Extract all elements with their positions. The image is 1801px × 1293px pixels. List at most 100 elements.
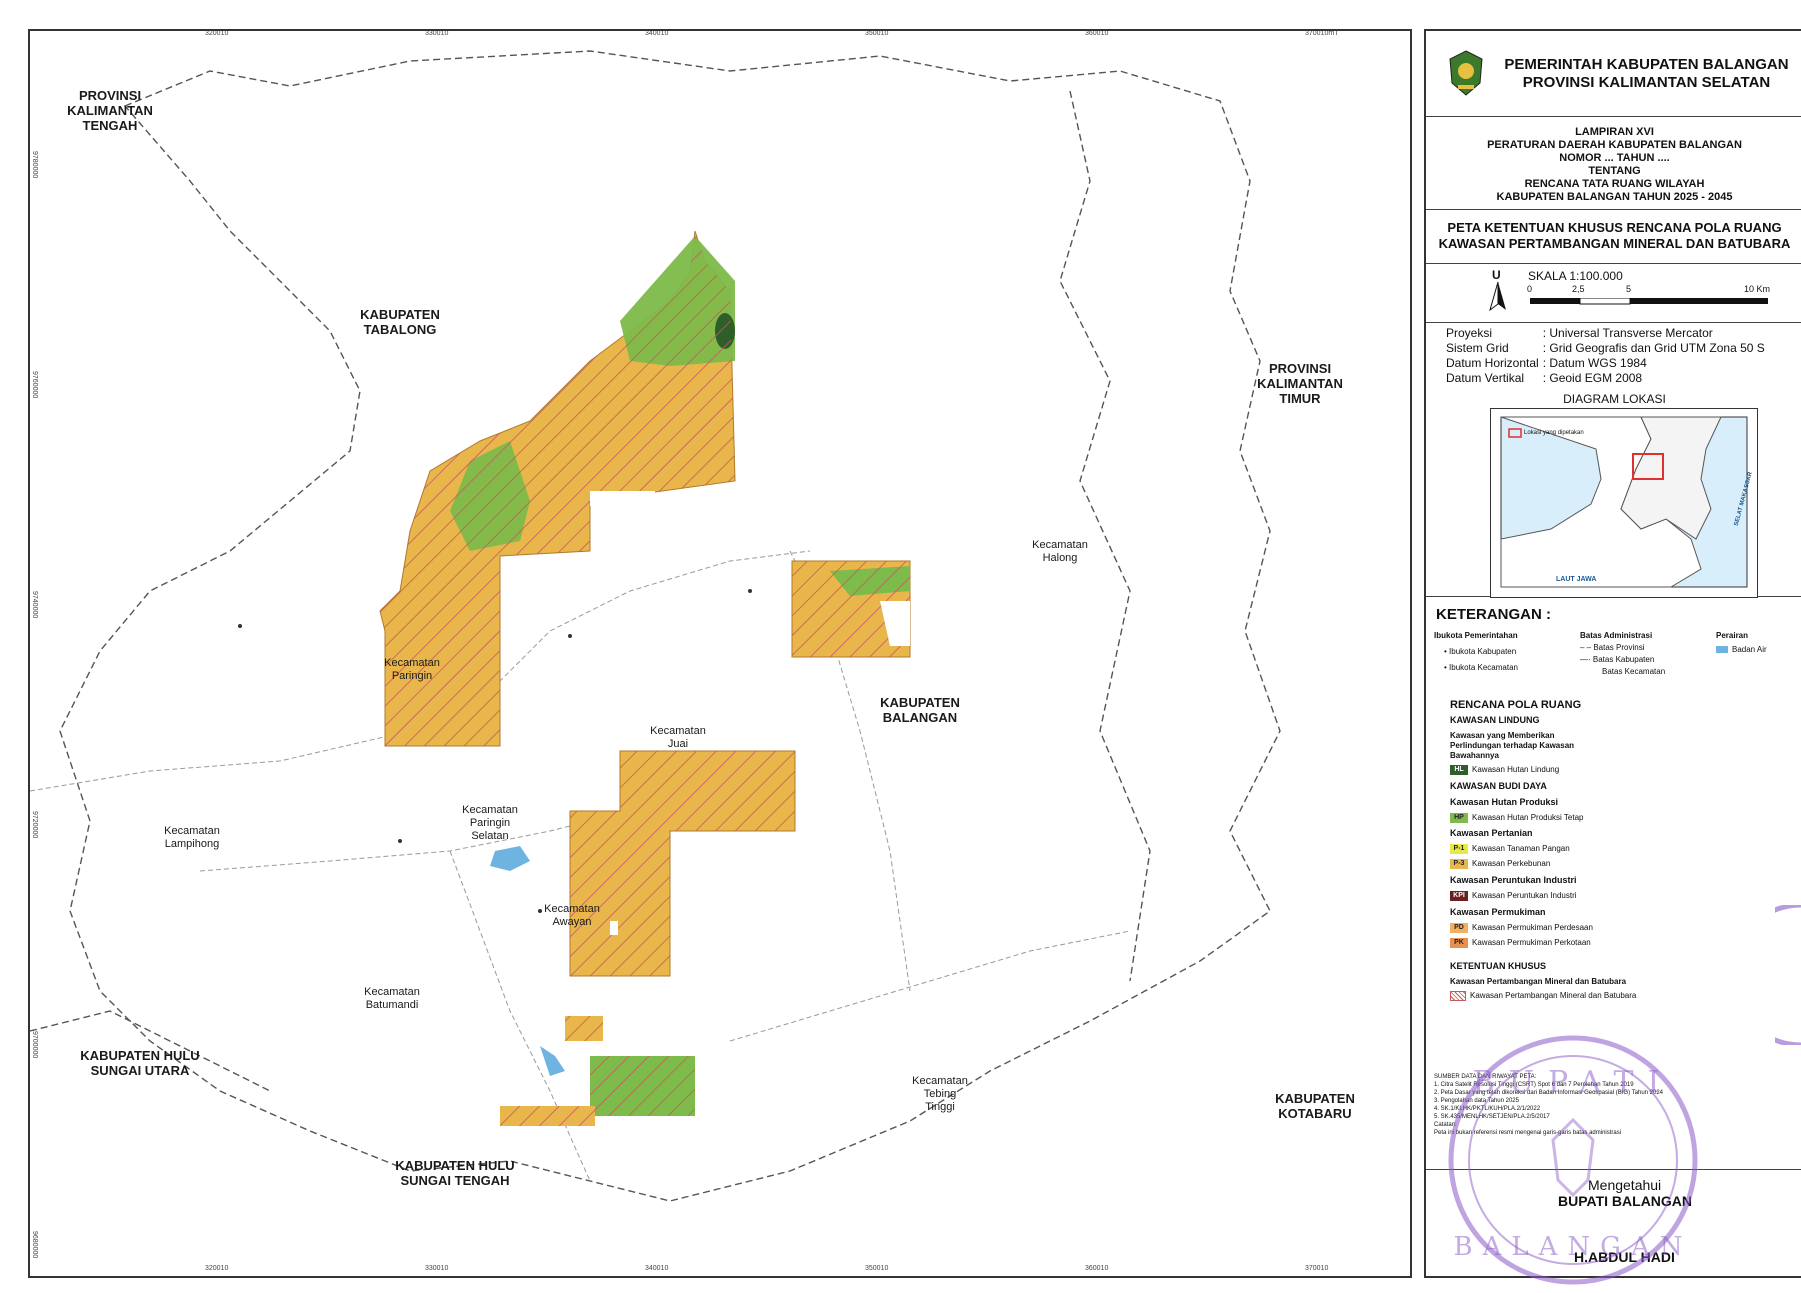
legend-item: • Ibukota Kecamatan: [1444, 663, 1518, 672]
legend-label: Kawasan Tanaman Pangan: [1472, 844, 1570, 854]
legend-item-p3: P-3 Kawasan Perkebunan: [1450, 859, 1550, 869]
proj-key: Datum Vertikal: [1446, 371, 1525, 385]
lampiran-line: NOMOR ... TAHUN ....: [1559, 152, 1670, 164]
region-label-tabalong: KABUPATEN TABALONG: [360, 307, 440, 337]
scale-bar: [1530, 298, 1768, 305]
legend-label: Kawasan Hutan Produksi Tetap: [1472, 813, 1584, 823]
lampiran-line: PERATURAN DAERAH KABUPATEN BALANGAN: [1487, 139, 1742, 151]
legend-label: Ibukota Kecamatan: [1449, 663, 1518, 672]
legend-label: Badan Air: [1732, 645, 1767, 654]
source-line: Peta ini bukan referensi resmi mengenai …: [1434, 1130, 1622, 1136]
grid-label: 370010: [1305, 1265, 1329, 1272]
north-arrow-icon: [1489, 282, 1506, 312]
legend-item-pk: PK Kawasan Permukiman Perkotaan: [1450, 938, 1591, 948]
legend-section-title: RENCANA POLA RUANG: [1450, 699, 1582, 711]
grid-label: 340010: [645, 30, 669, 37]
proj-key: Datum Horizontal: [1446, 356, 1539, 370]
water-body: [490, 846, 530, 871]
scale-tick: 2,5: [1572, 284, 1585, 294]
scale-block: U SKALA 1:100.000 0 2,5 5 10 Km: [1426, 264, 1801, 323]
legend-title: KETERANGAN :: [1436, 606, 1551, 623]
location-diagram-block: DIAGRAM LOKASI Lokasi yang dipetakan SEL…: [1426, 386, 1801, 598]
map-frame[interactable]: 320010 330010 340010 350010 360010 37001…: [28, 29, 1412, 1278]
stamp-text: BUPATI: [1473, 1065, 1674, 1100]
scale-tick: 0: [1527, 284, 1533, 294]
map-title-block: PETA KETENTUAN KHUSUS RENCANA POLA RUANG…: [1426, 210, 1801, 264]
inset-legend-label: Lokasi yang dipetakan: [1524, 430, 1584, 436]
header-line2: PROVINSI KALIMANTAN SELATAN: [1522, 74, 1771, 91]
source-line: 4. SK.1/KLHK/PKTL/KUH/PLA.2/1/2022: [1434, 1106, 1541, 1112]
grid-label: 360010: [1085, 30, 1109, 37]
scale-tick: 5: [1626, 284, 1632, 294]
legend-group-title: Batas Administrasi: [1580, 631, 1653, 640]
legend-subtitle: Kawasan Pertambangan Mineral dan Batubar…: [1450, 977, 1627, 986]
scale-tick: 10 Km: [1744, 284, 1771, 294]
source-line: 2. Peta Dasar yang telah dikoreksi dari …: [1434, 1090, 1664, 1096]
proj-key: Sistem Grid: [1446, 341, 1509, 355]
kecamatan-label-juai: Kecamatan Juai: [650, 725, 706, 750]
region-label-balangan: KABUPATEN BALANGAN: [880, 695, 960, 725]
lampiran-line: LAMPIRAN XVI: [1575, 126, 1654, 138]
region-label-kaltim: PROVINSI KALIMANTAN TIMUR: [1257, 361, 1343, 406]
grid-label: 9740000: [31, 591, 38, 619]
proj-value: : Geoid EGM 2008: [1542, 371, 1643, 385]
legend-panel: PEMERINTAH KABUPATEN BALANGAN PROVINSI K…: [1424, 29, 1801, 1278]
kecamatan-label-paringin: Kecamatan Paringin: [384, 657, 440, 682]
proj-value: : Grid Geografis dan Grid UTM Zona 50 S: [1542, 341, 1765, 355]
map-canvas: [30, 50, 1281, 1202]
legend-label: Batas Kabupaten: [1592, 655, 1655, 664]
source-line: 5. SK.435/MENLHK/SETJEN/PLA.2/5/2017: [1434, 1114, 1550, 1120]
legend-label: Kawasan Permukiman Perdesaan: [1472, 923, 1593, 933]
legend-item: Badan Air: [1716, 645, 1767, 654]
legend-swatch: P-3: [1450, 859, 1468, 869]
legend-subtitle: Kawasan Hutan Produksi: [1450, 797, 1559, 807]
sign-mengetahui: Mengetahui: [1588, 1177, 1662, 1193]
source-line: 3. Pengolahan data Tahun 2025: [1434, 1098, 1519, 1104]
regency-emblem-icon: [1449, 50, 1483, 96]
grid-label: 320010: [205, 1265, 229, 1272]
region-label-hsu: KABUPATEN HULU SUNGAI UTARA: [80, 1048, 200, 1078]
legend-subtitle: Kawasan Permukiman: [1450, 907, 1546, 917]
legend-swatch: PK: [1450, 938, 1468, 948]
projection-table: Proyeksi: Universal Transverse Mercator …: [1444, 326, 1767, 386]
legend-item: • Ibukota Kabupaten: [1444, 647, 1517, 656]
grid-label: 350010: [865, 30, 889, 37]
header-line1: PEMERINTAH KABUPATEN BALANGAN: [1504, 56, 1789, 73]
legend-item-tambang: Kawasan Pertambangan Mineral dan Batubar…: [1450, 991, 1636, 1001]
kecamatan-boundary: [729, 930, 1131, 1042]
grid-label: 9780000: [31, 151, 38, 179]
sign-jabatan: BUPATI BALANGAN: [1558, 1193, 1693, 1209]
water-body: [540, 1046, 565, 1076]
legend-item: —· Batas Kabupaten: [1580, 655, 1655, 664]
grid-label: 370010mT: [1305, 30, 1339, 37]
lampiran-line: RENCANA TATA RUANG WILAYAH: [1524, 178, 1705, 190]
kecamatan-boundary: [199, 810, 631, 872]
kecamatan-label-lampihong: Kecamatan Lampihong: [164, 825, 220, 850]
grid-label: 9700000: [31, 1031, 38, 1059]
stamp-edge: [1775, 905, 1801, 1045]
kecamatan-boundary: [449, 850, 591, 1182]
legend-swatch: PD: [1450, 923, 1468, 933]
grid-label: 9760000: [31, 371, 38, 399]
lampiran-line: TENTANG: [1588, 165, 1641, 177]
panel-header: PEMERINTAH KABUPATEN BALANGAN PROVINSI K…: [1426, 31, 1801, 117]
inset-sea-label: LAUT JAWA: [1556, 576, 1597, 583]
map-title: PETA KETENTUAN KHUSUS RENCANA POLA RUANG: [1447, 220, 1782, 235]
diagram-title: DIAGRAM LOKASI: [1563, 392, 1666, 406]
legend-label: Kawasan Pertambangan Mineral dan Batubar…: [1470, 991, 1637, 1001]
source-line: Catatan:: [1434, 1122, 1457, 1128]
regency-boundary: [30, 1010, 271, 1092]
proj-value: : Datum WGS 1984: [1542, 356, 1647, 370]
grid-label: 320010: [205, 30, 229, 37]
region-label-kotabaru: KABUPATEN KOTABARU: [1275, 1091, 1355, 1121]
kecamatan-label-batumandi: Kecamatan Batumandi: [364, 986, 420, 1011]
legend-subtitle: Kawasan Peruntukan Industri: [1450, 875, 1577, 885]
legend-label: Kawasan Permukiman Perkotaan: [1472, 938, 1591, 948]
projection-block: Proyeksi: Universal Transverse Mercator …: [1426, 322, 1801, 386]
legend-label: Kawasan Perkebunan: [1472, 859, 1551, 869]
legend-label: Batas Kecamatan: [1602, 667, 1666, 676]
proj-key: Proyeksi: [1446, 326, 1493, 340]
official-stamp: BUPATI BALANGAN: [1448, 1035, 1698, 1285]
